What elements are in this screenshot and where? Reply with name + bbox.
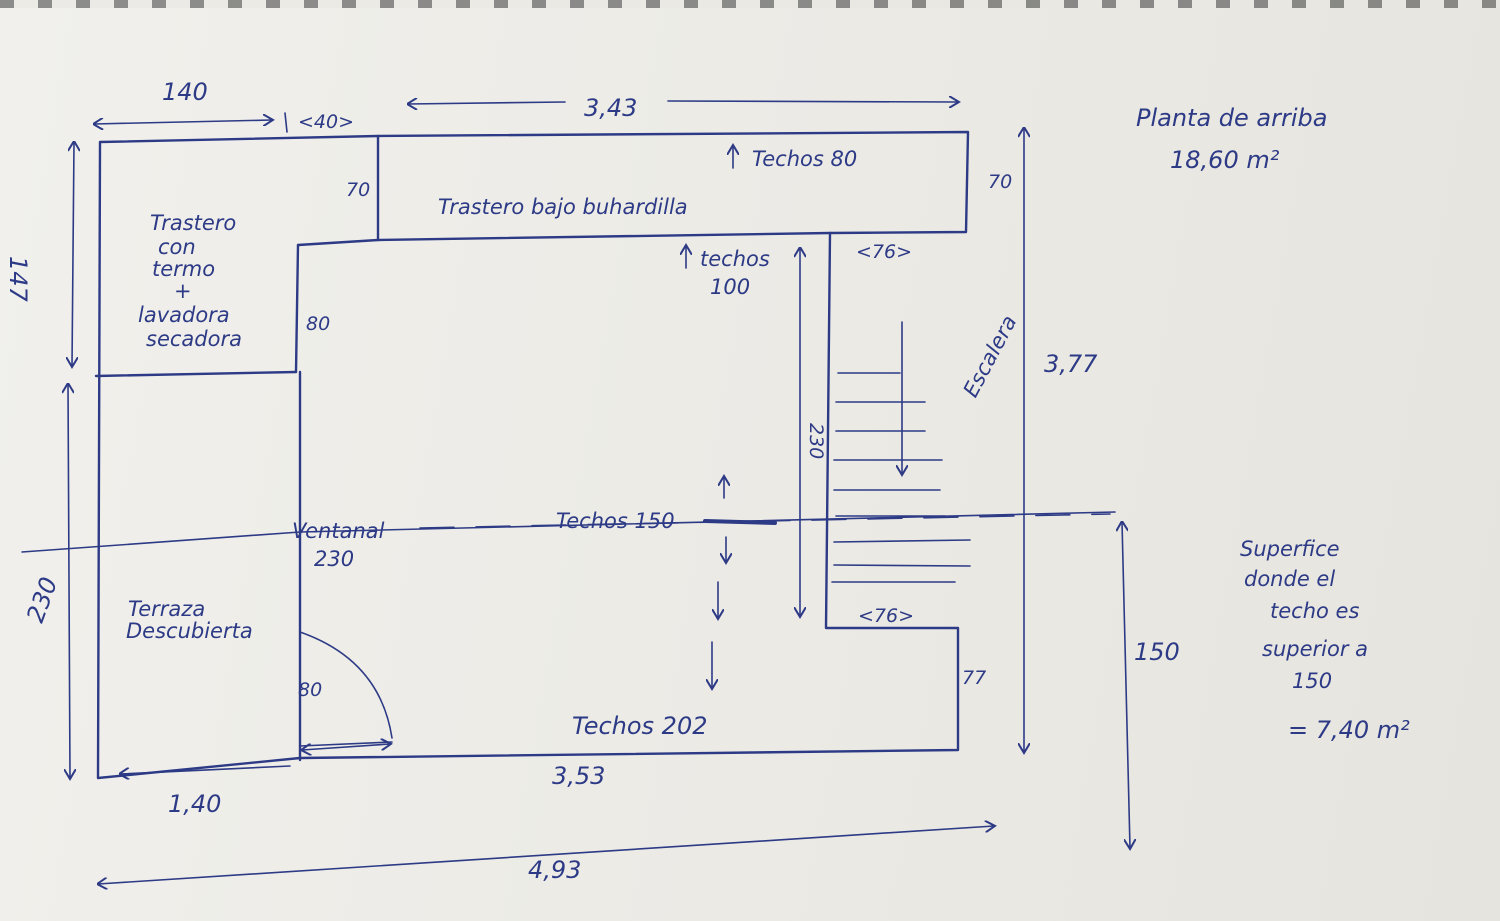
note-result: = 7,40 m²	[1288, 716, 1410, 744]
trastero-line-2: con	[158, 235, 196, 259]
dim-bottom-493: 4,93	[528, 856, 581, 884]
note-line-3: techo es	[1270, 599, 1359, 623]
trastero-bottom-wall	[94, 370, 298, 378]
dim-left-147: 147	[4, 256, 32, 303]
stair-treads	[831, 372, 971, 583]
trastero-line-1: Trastero	[150, 211, 236, 235]
dim-stair-bottom: <76>	[858, 605, 914, 627]
techos-150-label: Techos 150	[556, 509, 675, 533]
door-swing	[299, 631, 393, 739]
trastero-line-3: termo	[152, 257, 215, 281]
dim-top-left: 140	[162, 78, 208, 106]
techos-80-label: Techos 80	[752, 147, 857, 171]
dimension-arrows	[68, 101, 1130, 884]
dim-bottom-353: 3,53	[552, 762, 605, 790]
note-line-4: superior a	[1262, 637, 1368, 661]
dim-top-main: 3,43	[584, 94, 637, 122]
terraza-line-1: Terraza	[128, 597, 205, 621]
trastero-right-wall	[294, 243, 300, 374]
trastero-line-6: secadora	[146, 327, 242, 351]
dim-h80: 80	[306, 313, 330, 335]
dim-left-230: 230	[21, 574, 63, 627]
ventanal-230: 230	[314, 547, 354, 571]
trastero-line-4: +	[174, 279, 192, 303]
dim-h80-door: 80	[298, 679, 322, 701]
dim-h77: 77	[962, 667, 986, 689]
plan-title: Planta de arriba	[1136, 104, 1327, 132]
dim-stair-230: 230	[805, 423, 827, 459]
escalera-label: Escalera	[959, 311, 1022, 401]
trastero-buhardilla-label: Trastero bajo buhardilla	[438, 195, 688, 219]
dim-right-377: 3,77	[1044, 350, 1098, 378]
note-line-5: 150	[1292, 669, 1332, 693]
techos-100-label-2: 100	[710, 275, 750, 299]
dim-stair-top: <76>	[856, 241, 912, 263]
dim-h70-right: 70	[988, 171, 1012, 193]
trastero-line-5: lavadora	[138, 303, 230, 327]
dim-h70-left: 70	[346, 179, 370, 201]
terraza-line-2: Descubierta	[126, 619, 253, 643]
ventanal-label: Ventanal	[292, 519, 385, 543]
dim-bottom-140: 1,40	[168, 790, 221, 818]
spiral-binding	[0, 0, 1500, 8]
total-area: 18,60 m²	[1170, 146, 1280, 174]
techos-202-label: Techos 202	[572, 712, 708, 740]
note-line-2: donde el	[1244, 567, 1335, 591]
techos-100-label-1: techos	[700, 247, 770, 271]
note-line-1: Superfice	[1240, 537, 1340, 561]
dim-top-gap: <40>	[298, 111, 354, 133]
outer-wall	[96, 130, 970, 780]
techos-150-mark	[703, 519, 777, 525]
dim-right-150: 150	[1134, 638, 1180, 666]
